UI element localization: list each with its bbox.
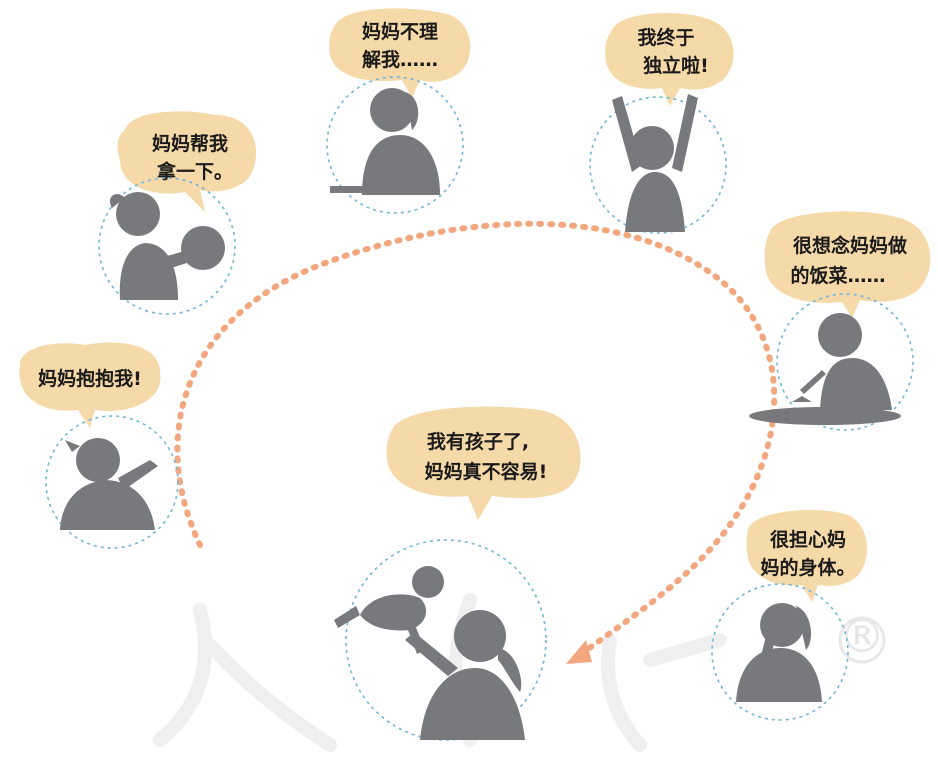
thinking-teen-silhouette [330, 88, 440, 195]
stage-worry: 很担心妈 妈的身体。 [711, 510, 867, 721]
stage-circle [326, 76, 464, 214]
cycle-arrow-path [174, 220, 778, 658]
bubble-text-line-1: 妈妈帮我 [152, 132, 228, 155]
speech-bubble [329, 8, 471, 98]
speech-bubble [386, 406, 581, 520]
speech-bubble [746, 510, 867, 602]
registered-mark-ring [838, 616, 886, 664]
stage-understand: 妈妈不理 解我…… [326, 8, 471, 214]
child-with-toy-silhouette [109, 192, 225, 300]
worried-adult-silhouette [736, 603, 822, 702]
speech-bubble [764, 211, 931, 318]
stage-circle [45, 415, 179, 549]
bubble-text-line-1: 很想念妈妈做 [793, 234, 907, 257]
stage-help: 妈妈帮我 拿一下。 [98, 111, 257, 315]
bubble-text-line-2: 解我…… [362, 48, 438, 71]
toddler-silhouette [60, 438, 158, 530]
stage-circle [711, 583, 849, 721]
cycle-arrow-head [566, 640, 592, 664]
bubble-text-line-1: 我有孩子了, [427, 430, 529, 453]
registered-mark: ® [839, 609, 885, 663]
bubble-text-line-1: 我终于 [637, 26, 694, 49]
stage-hug: 妈妈抱抱我! [19, 342, 179, 549]
cheering-child-silhouette [612, 94, 698, 232]
bubble-text-line-2: 独立啦! [643, 54, 709, 77]
bubble-text-line-2: 妈的身体。 [760, 556, 855, 579]
bubble-text-line-1: 妈妈不理 [362, 21, 438, 43]
eating-adult-silhouette [749, 313, 901, 425]
stage-circle [589, 96, 727, 234]
stage-miss-food: 很想念妈妈做 的饭菜…… [749, 211, 931, 431]
bubble-text-line-1: 很担心妈 [770, 528, 846, 551]
speech-bubble [605, 12, 734, 106]
stage-circle [776, 293, 914, 431]
bubble-text-line-2: 妈妈真不容易! [425, 460, 548, 483]
speech-bubble [117, 111, 257, 212]
bubble-text-line-1: 妈妈抱抱我! [38, 367, 142, 390]
stage-independent: 我终于 独立啦! [589, 12, 734, 234]
stage-circle [98, 177, 236, 315]
stage-have-child: 我有孩子了, 妈妈真不容易! [334, 406, 581, 741]
mother-lifting-baby-silhouette [334, 566, 525, 740]
bubble-text-line-2: 拿一下。 [156, 160, 233, 183]
speech-bubble [19, 342, 161, 428]
bubble-text-line-2: 的饭菜…… [790, 264, 885, 287]
